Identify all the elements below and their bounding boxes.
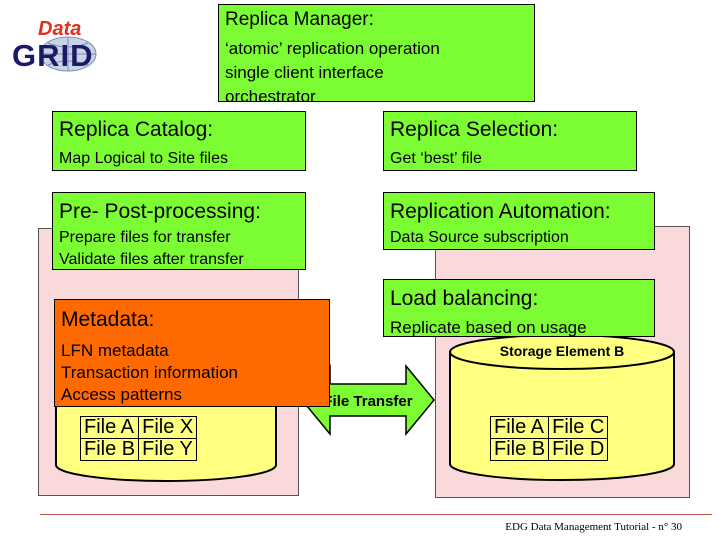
metadata-line: Access patterns [61,385,182,404]
replica-catalog-title: Replica Catalog: [59,118,214,141]
file-cell: File D [548,438,609,461]
replication-automation-box: Replication Automation: Data Source subs… [383,192,655,250]
replica-selection-title: Replica Selection: [390,118,559,141]
metadata-box: Metadata: LFN metadata Transaction infor… [54,299,330,407]
replica-manager-line: single client interface [225,63,384,82]
replica-selection-box: Replica Selection: Get ‘best’ file [383,111,637,171]
pre-post-processing-title: Pre- Post-processing: [59,200,261,223]
replica-catalog-box: Replica Catalog: Map Logical to Site fil… [52,111,306,171]
replica-manager-title: Replica Manager: [225,9,374,30]
replica-manager-box: Replica Manager: ‘atomic’ replication op… [218,4,535,106]
replica-manager-line: orchestrator [225,87,316,106]
logo-data-text: Data [38,18,82,40]
storage-a-file-table: File A File X File B File Y [79,416,198,461]
replica-manager-line: ‘atomic’ replication operation [225,39,440,58]
metadata-title: Metadata: [61,308,155,331]
replication-automation-title: Replication Automation: [390,200,611,223]
replica-selection-desc: Get ‘best’ file [390,150,482,167]
file-cell: File C [548,416,609,439]
file-cell: File A [79,416,140,439]
datagrid-logo: Data GRID [8,18,112,74]
load-balancing-desc: Replicate based on usage [390,318,587,337]
file-cell: File Y [138,438,198,461]
replication-automation-desc: Data Source subscription [390,229,569,246]
footer-divider [40,514,712,515]
storage-b-file-table: File A File C File B File D [489,416,609,461]
pre-post-processing-line: Prepare files for transfer [59,229,231,246]
pre-post-processing-box: Pre- Post-processing: Prepare files for … [52,192,306,270]
logo-grid-text: GRID [12,38,94,73]
footer-text: EDG Data Management Tutorial - n° 30 [505,521,682,533]
metadata-line: Transaction information [61,363,239,382]
file-cell: File X [138,416,198,439]
file-cell: File B [79,438,140,461]
globe-icon [39,36,97,72]
metadata-line: LFN metadata [61,341,169,360]
file-cell: File A [489,416,550,439]
file-cell: File B [489,438,550,461]
pre-post-processing-line: Validate files after transfer [59,251,244,268]
replica-catalog-desc: Map Logical to Site files [59,150,228,167]
storage-element-b-label: Storage Element B [499,343,625,359]
load-balancing-box: Load balancing: Replicate based on usage [383,279,655,337]
load-balancing-title: Load balancing: [390,287,539,310]
file-transfer-arrow [301,363,435,437]
file-transfer-label: File Transfer [323,393,413,410]
